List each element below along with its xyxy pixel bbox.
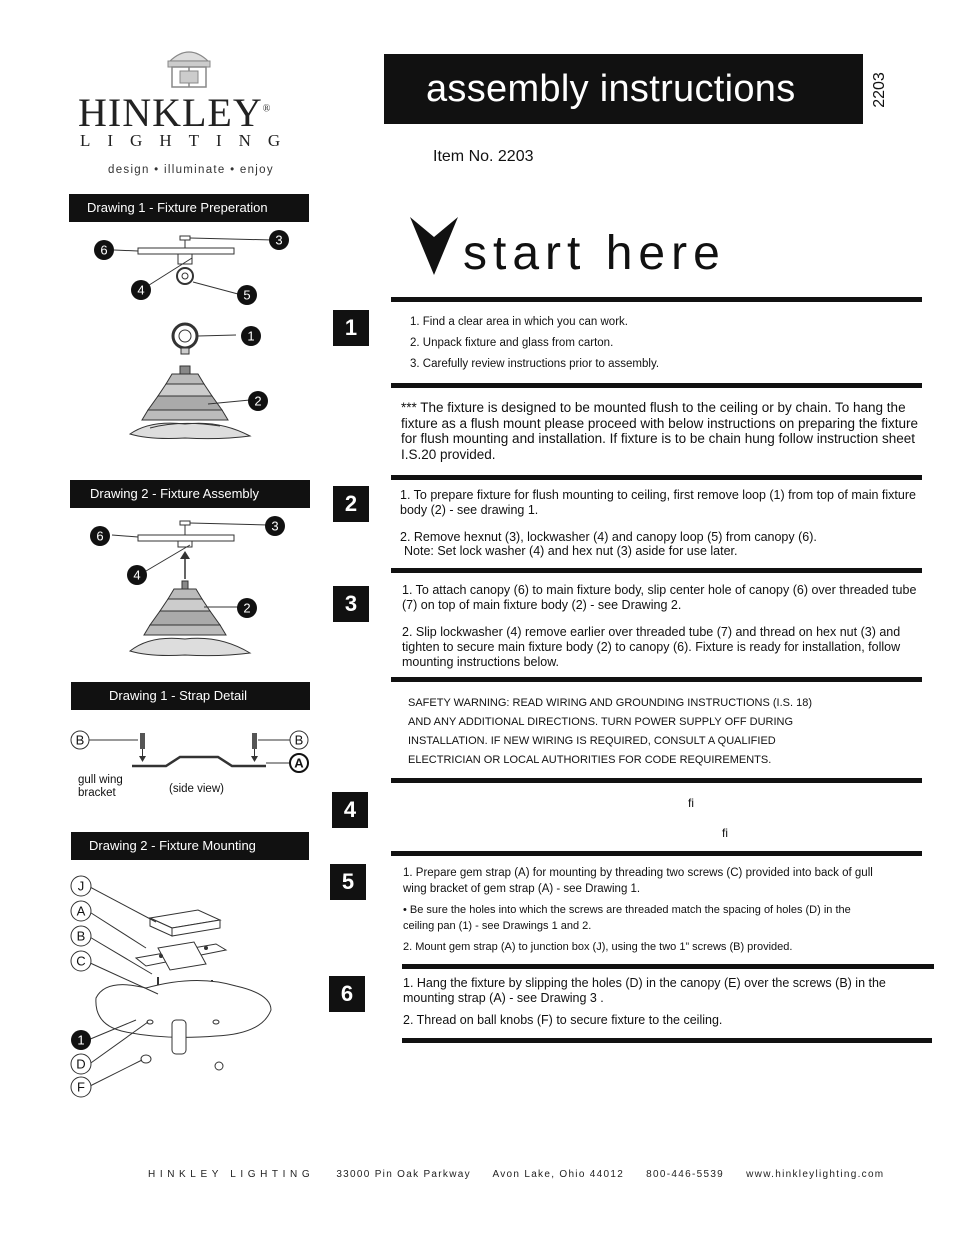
step-2-number: 2 [333,486,369,522]
footer-city: Avon Lake, Ohio 44012 [492,1169,625,1180]
page-title: assembly instructions [384,54,863,124]
start-here-heading: start here [463,227,726,280]
callout-A: A [70,900,92,922]
divider [402,1038,932,1043]
svg-text:6: 6 [96,529,103,544]
svg-text:3: 3 [275,233,282,248]
drawing-strap-detail: B B A [70,730,309,773]
divider [391,297,922,302]
step-2-text-a: 1. To prepare fixture for flush mounting… [400,488,916,517]
svg-text:6: 6 [100,243,107,258]
svg-text:5: 5 [243,288,250,303]
svg-text:1: 1 [247,329,254,344]
brand-tagline: design • illuminate • enjoy [108,164,274,176]
lantern-logo-icon [167,51,211,88]
callout-1: 1 [71,1030,91,1050]
step-5-text-a: 1. Prepare gem strap (A) for mounting by… [403,867,873,895]
step-5-number: 5 [330,864,366,900]
brand-logo: HINKLEY® LIGHTING design • illuminate • … [70,45,310,185]
callout-D: D [70,1053,92,1075]
divider [391,778,922,783]
svg-text:A: A [294,756,304,771]
step-3-number: 3 [333,586,369,622]
svg-text:3: 3 [271,519,278,534]
drawing-label-fixture-preparation: Drawing 1 - Fixture Preperation [69,194,309,222]
drawing-label-fixture-assembly: Drawing 2 - Fixture Assembly [70,480,310,508]
step-1-number: 1 [333,310,369,346]
svg-text:F: F [77,1080,85,1095]
brand-name: HINKLEY® [78,90,272,135]
drawing-fixture-mounting [87,885,272,1088]
svg-text:J: J [78,879,85,894]
step-4-glyph: ﬁ [722,826,728,840]
callout-B: B [70,925,92,947]
callout-C: C [70,950,92,972]
divider [391,568,922,573]
drawing-label-fixture-mounting: Drawing 2 - Fixture Mounting [71,832,309,860]
callout-2: 2 [248,391,268,411]
svg-text:2: 2 [254,394,261,409]
svg-text:C: C [76,954,85,969]
item-number: Item No. 2203 [433,148,534,165]
divider [402,964,934,969]
drawing-fixture-assembly [111,520,269,657]
callout-4: 4 [131,280,151,300]
step-6-text-a: 1. Hang the fixture by slipping the hole… [403,976,886,1005]
footer-website[interactable]: www.hinkleylighting.com [746,1169,885,1180]
svg-text:4: 4 [137,283,144,298]
step-3-text-b: 2. Slip lockwasher (4) remove earlier ov… [402,625,901,669]
step-4-glyph: ﬁ [688,796,694,810]
callout-6: 6 [90,526,110,546]
svg-text:2: 2 [243,601,250,616]
svg-text:A: A [77,904,86,919]
brand-sub: LIGHTING [80,131,298,150]
callout-3: 3 [269,230,289,250]
start-arrow-icon [410,217,458,275]
svg-text:4: 4 [133,568,140,583]
step-5-text-b: • Be sure the holes into which the screw… [403,904,851,932]
side-view-label: (side view) [169,783,224,795]
safety-warning: SAFETY WARNING: READ WIRING AND GROUNDIN… [408,697,812,766]
step-2-text-b: 2. Remove hexnut (3), lockwasher (4) and… [400,530,817,544]
flush-mount-note: *** The fixture is designed to be mounte… [401,400,919,462]
footer-address: 33000 Pin Oak Parkway [336,1169,471,1180]
callout-4: 4 [127,565,147,585]
footer: HINKLEY LIGHTING 33000 Pin Oak Parkway A… [148,1169,902,1180]
svg-text:B: B [76,733,85,748]
step-6-text-b: 2. Thread on ball knobs (F) to secure fi… [403,1013,723,1027]
drawing-label-strap-detail: Drawing 1 - Strap Detail [71,682,310,710]
divider [391,383,922,388]
svg-text:B: B [77,929,86,944]
step-3-text-a: 1. To attach canopy (6) to main fixture … [402,583,917,612]
divider [391,677,922,682]
svg-text:1: 1 [77,1033,84,1048]
step-2-note: Note: Set lock washer (4) and hex nut (3… [404,544,738,558]
step-1-text: 1. Find a clear area in which you can wo… [410,316,660,370]
callout-3: 3 [265,516,285,536]
callout-1: 1 [241,326,261,346]
step-5-text-c: 2. Mount gem strap (A) to junction box (… [403,941,793,953]
divider [391,475,922,480]
callout-2: 2 [237,598,257,618]
step-6-number: 6 [329,976,365,1012]
callout-5: 5 [237,285,257,305]
footer-company: HINKLEY LIGHTING [148,1169,315,1180]
callout-J: J [70,875,92,897]
step-4-number: 4 [332,792,368,828]
callout-6: 6 [94,240,114,260]
footer-phone: 800-446-5539 [646,1169,725,1180]
divider [391,851,922,856]
item-code-vertical: 2203 [871,72,888,108]
callout-F: F [70,1076,92,1098]
svg-text:D: D [76,1057,85,1072]
drawing-fixture-preparation [113,235,274,440]
gull-wing-label: gull wing bracket [78,774,123,799]
svg-text:B: B [295,733,304,748]
